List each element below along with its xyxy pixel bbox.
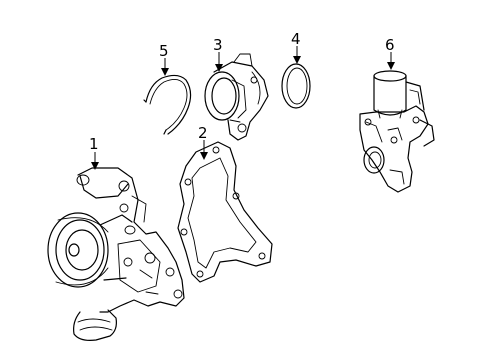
o-ring <box>281 63 311 109</box>
arrow-part-3 <box>215 64 223 72</box>
callout-4: 4 <box>291 30 301 48</box>
thermostat-assembly <box>359 70 435 193</box>
leader-lines <box>91 46 395 170</box>
arrow-part-5 <box>161 68 169 76</box>
gasket <box>177 141 273 283</box>
retaining-clip <box>143 74 192 135</box>
callout-2: 2 <box>198 124 208 142</box>
callout-labels: 1 2 3 4 5 6 <box>89 30 395 153</box>
arrow-part-1 <box>91 162 99 170</box>
callout-3: 3 <box>213 36 223 54</box>
arrow-part-2 <box>200 152 208 160</box>
callout-5: 5 <box>159 42 169 60</box>
water-pump <box>47 167 185 341</box>
callout-1: 1 <box>89 135 99 153</box>
arrow-part-6 <box>387 62 395 70</box>
callout-6: 6 <box>385 36 395 54</box>
thermostat-housing <box>204 53 269 141</box>
arrow-part-4 <box>293 56 301 64</box>
